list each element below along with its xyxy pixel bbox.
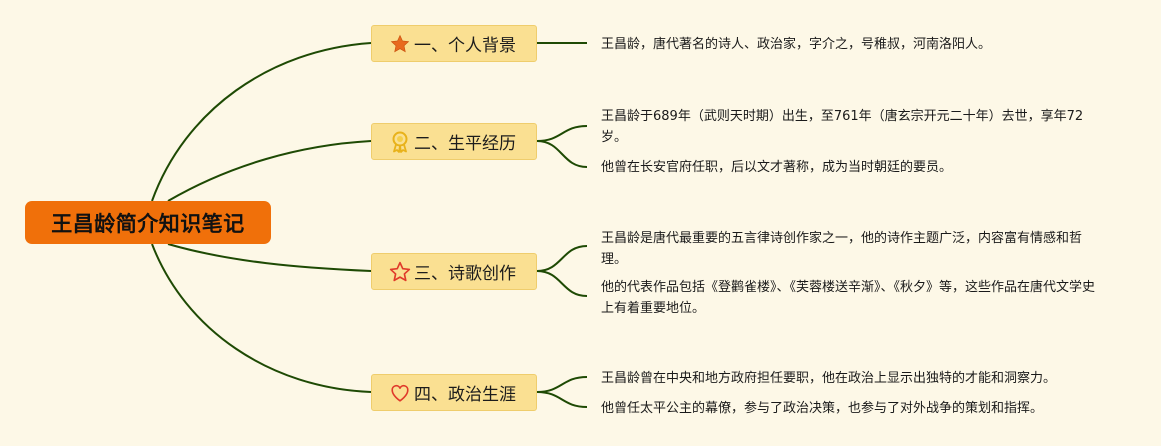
connector-branch-2-note-1 (536, 125, 588, 142)
leaf-note[interactable]: 他的代表作品包括《登鹳雀楼》、《芙蓉楼送辛渐》、《秋夕》等，这些作品在唐代文学史… (601, 280, 1096, 316)
root-topic[interactable]: 王昌龄简介知识笔记 (25, 201, 271, 244)
branch-political-career[interactable]: 四、政治生涯 (371, 374, 537, 411)
branch-personal-background[interactable]: 一、个人背景 (371, 25, 537, 62)
connector-branch-4-note-2 (536, 391, 588, 408)
award-ribbon-icon (389, 131, 411, 153)
leaf-note[interactable]: 王昌龄于689年（武则天时期）出生，至761年（唐玄宗开元二十年）去世，享年72… (601, 109, 1084, 145)
branch-poetry-creation[interactable]: 三、诗歌创作 (371, 253, 537, 290)
leaf-note[interactable]: 王昌龄是唐代最重要的五言律诗创作家之一，他的诗作主题广泛，内容富有情感和哲理。 (601, 231, 1083, 267)
heart-outline-icon (389, 382, 411, 404)
leaf-note[interactable]: 王昌龄，唐代著名的诗人、政治家，字介之，号稚叔，河南洛阳人。 (601, 37, 992, 52)
branch-life-experience[interactable]: 二、生平经历 (371, 123, 537, 160)
branch-label: 二、生平经历 (414, 134, 516, 154)
star-filled-icon (389, 33, 411, 55)
root-topic-label: 王昌龄简介知识笔记 (51, 211, 245, 236)
connector-branch-3-note-2 (536, 270, 588, 297)
branch-label: 三、诗歌创作 (414, 264, 516, 284)
connector-branch-4-note-1 (536, 376, 588, 393)
star-outline-icon (389, 261, 411, 283)
connector-root-branch-2 (167, 140, 372, 202)
branch-label: 一、个人背景 (414, 36, 516, 56)
connector-branch-3-note-1 (536, 245, 588, 272)
leaf-note[interactable]: 他曾在长安官府任职，后以文才著称，成为当时朝廷的要员。 (601, 160, 953, 175)
connector-root-branch-1 (151, 42, 372, 202)
branch-label: 四、政治生涯 (414, 385, 516, 405)
connector-branch-2-note-2 (536, 140, 588, 168)
connector-root-branch-3 (167, 243, 372, 272)
connector-root-branch-4 (151, 243, 372, 393)
leaf-note[interactable]: 他曾任太平公主的幕僚，参与了政治决策，也参与了对外战争的策划和指挥。 (601, 401, 1044, 416)
leaf-note[interactable]: 王昌龄曾在中央和地方政府担任要职，他在政治上显示出独特的才能和洞察力。 (601, 371, 1057, 386)
